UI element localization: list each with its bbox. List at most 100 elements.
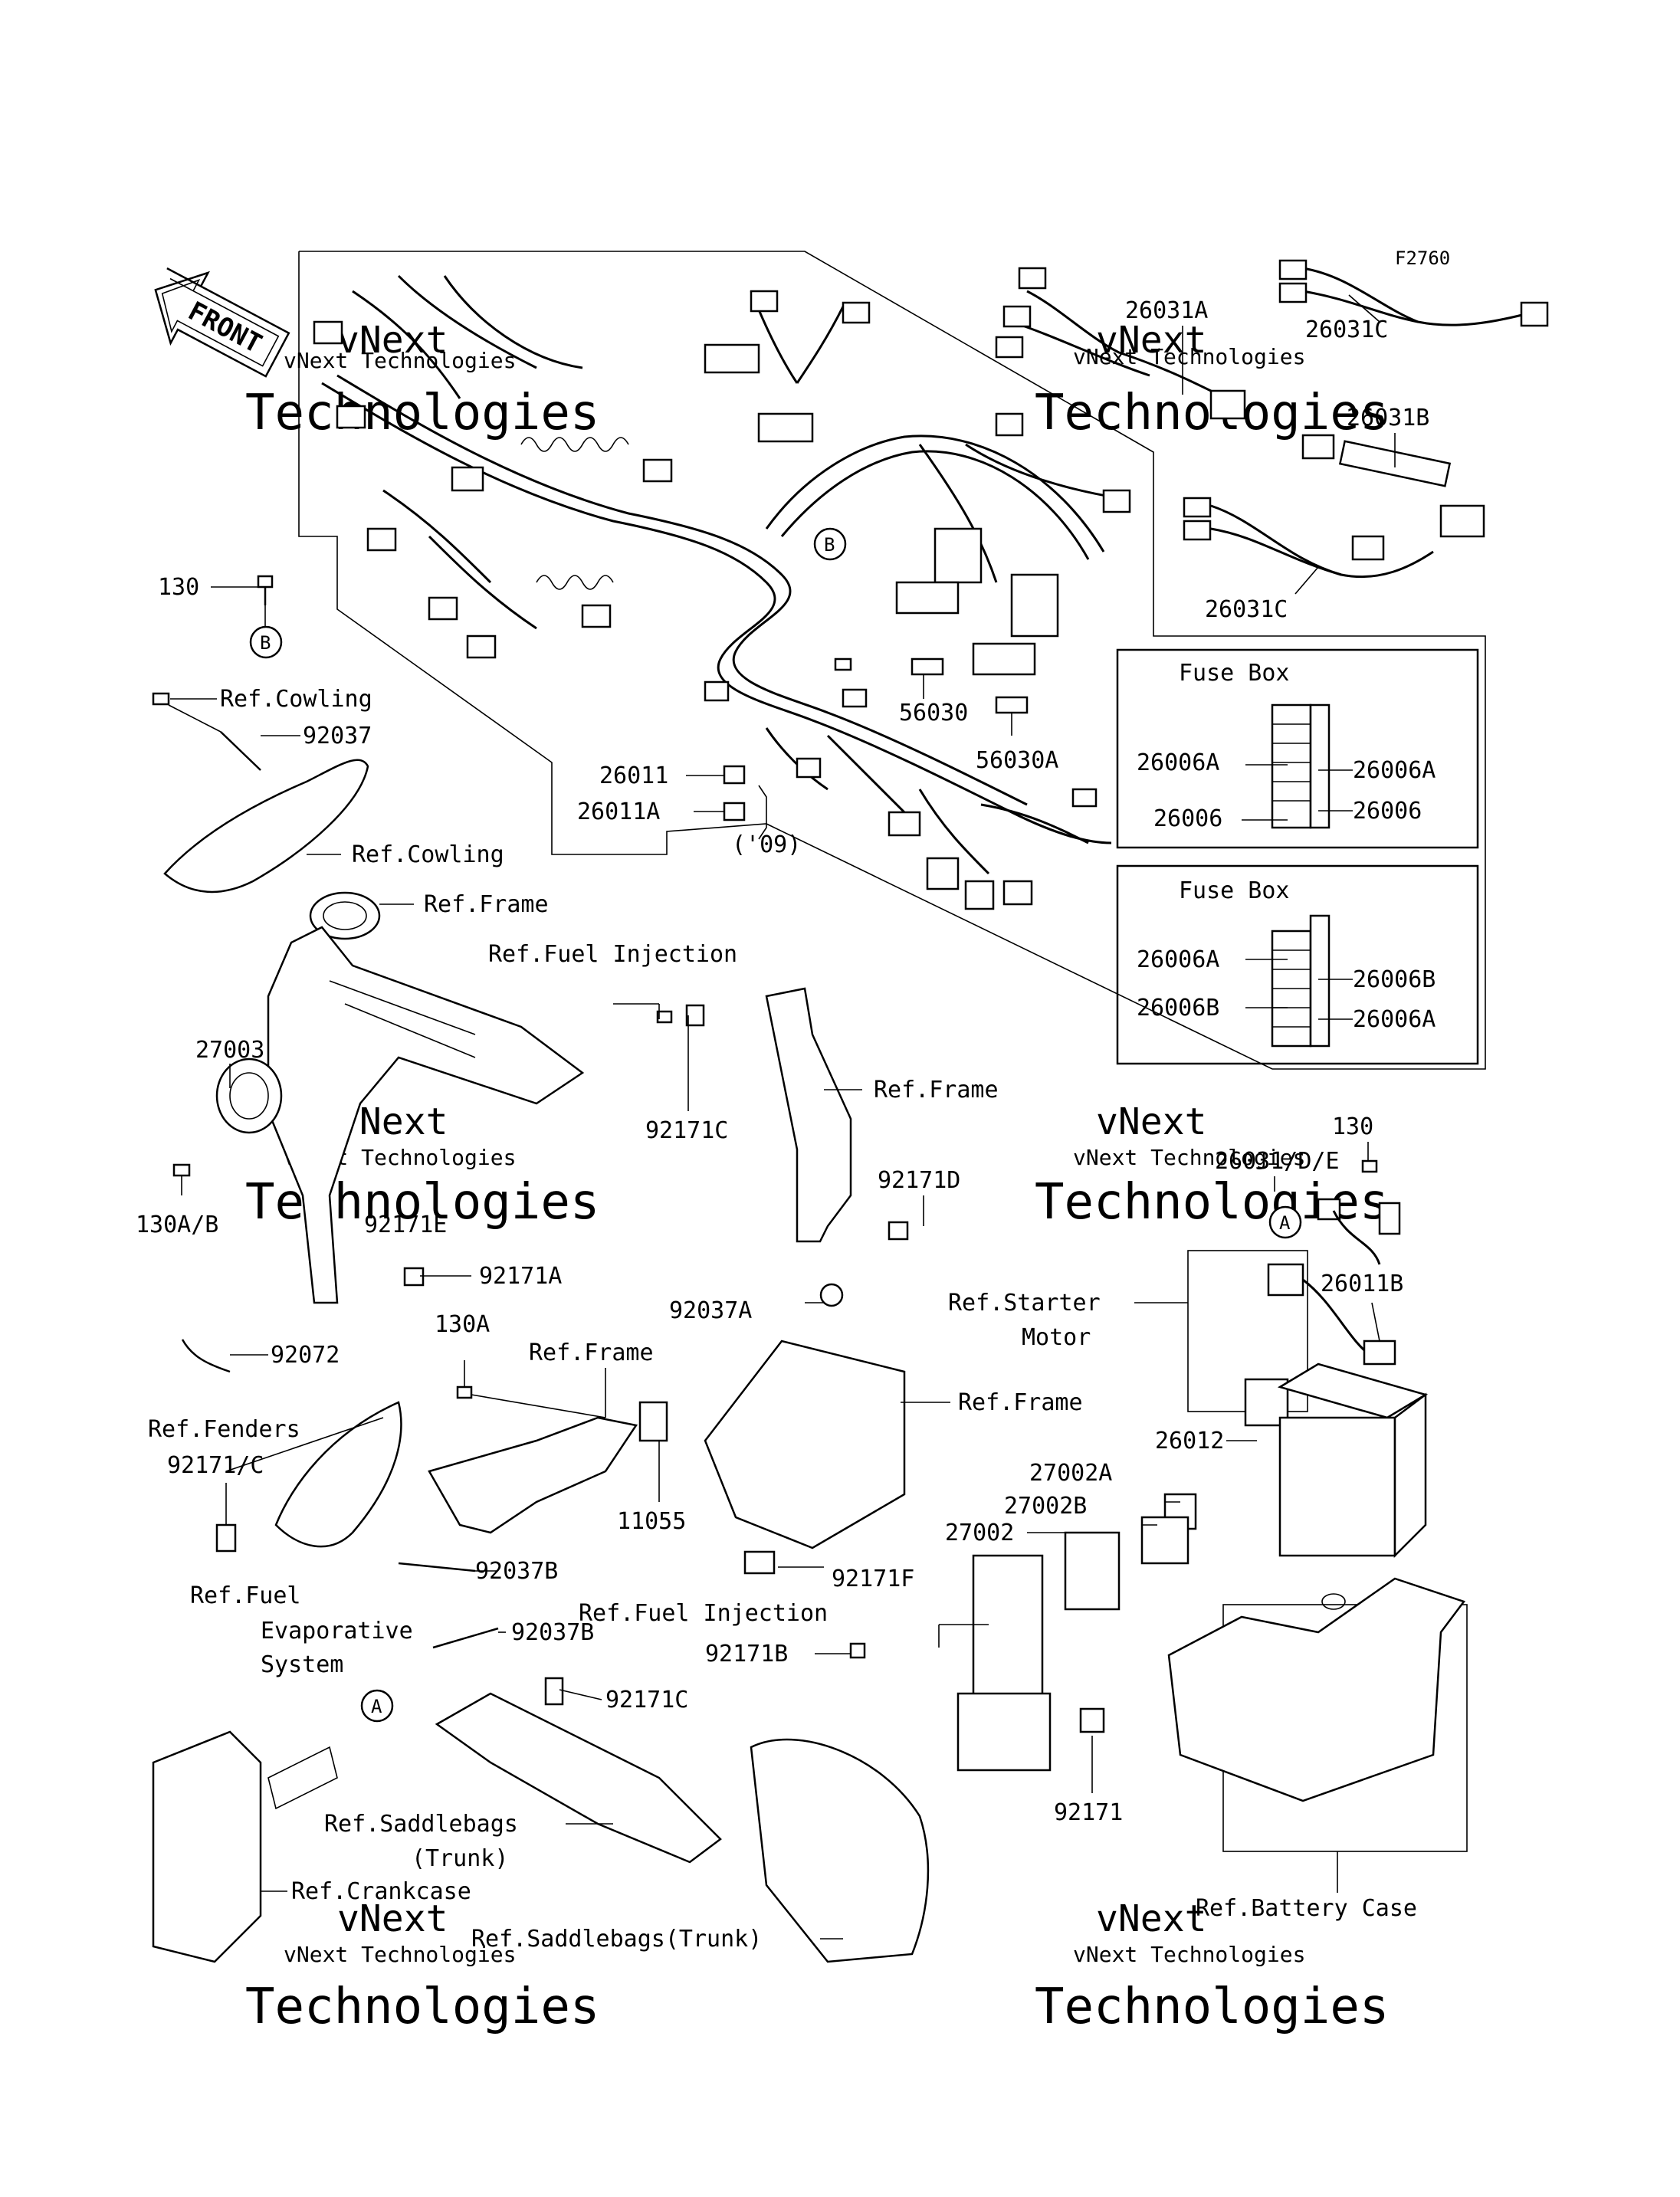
label-ref-frame-3: Ref.Frame [529,1340,654,1366]
crankcase [152,1730,262,1963]
band-92037B-2 [432,1627,499,1649]
frame-tray [704,1283,906,1549]
label-92171: 92171 [1054,1799,1123,1826]
label-92037B-1: 92037B [475,1558,558,1585]
callout-b-letter: B [824,534,835,556]
watermark-vnext-technologies: vNext Technologies [1073,1942,1305,1967]
fuse-block-side [1309,703,1331,829]
label-26011: 26011 [599,762,668,789]
label-56030A: 56030A [976,747,1058,774]
relay-box [895,581,960,615]
watermark-technologies: Technologies [245,385,599,441]
watermark-vnext: vNext [337,319,448,362]
connector [451,466,484,492]
part-labels: 26031A 26031C 26031B 26031C 130 Ref.Cowl… [136,297,1429,1953]
connector [1351,535,1385,561]
label-ref-fuel-injection-2: Ref.Fuel Injection [579,1600,828,1627]
connector [1002,880,1033,906]
bolt-fuel-injection [656,1010,673,1024]
connector [757,412,814,443]
label-92171C-3: 92171C [605,1687,688,1713]
connector [995,336,1024,359]
watermark-vnext-technologies: vNext Technologies [284,348,516,373]
clamp-92171F [743,1550,776,1575]
clamp-92171 [1079,1707,1105,1733]
fuse-box-2-title: Fuse Box [1179,877,1290,904]
bolt-130AB [172,1163,191,1177]
harness-outline [298,251,1486,1070]
grommet-92037A [819,1283,844,1307]
label-92037B-2: 92037B [511,1619,594,1646]
clamp-92171D [888,1221,909,1241]
connector [842,301,871,324]
connector [1520,301,1549,327]
label-ref-crankcase: Ref.Crankcase [291,1878,471,1905]
evap-bracket [267,1746,338,1810]
label-27002B: 27002B [1004,1493,1087,1520]
connector [796,757,822,779]
connector [842,688,868,708]
sub-harness-26031B [1301,434,1485,538]
connector [1102,489,1131,513]
connector [1018,267,1047,290]
module-27002 [1064,1531,1121,1611]
label-92072: 92072 [271,1342,340,1369]
watermark-technologies: Technologies [245,1979,599,2035]
label-26031C-top: 26031C [1305,316,1388,343]
connector [1278,282,1308,303]
label-26031A: 26031A [1125,297,1208,324]
label-11055: 11055 [617,1508,686,1535]
label-130AB: 130A/B [136,1212,218,1238]
cable [1378,1202,1401,1235]
leader-lines [168,294,1396,1940]
connector [1010,573,1059,638]
label-ref-fenders: Ref.Fenders [148,1416,300,1443]
label-26031B: 26031B [1347,405,1429,431]
label-130-right: 130 [1332,1113,1373,1140]
connector [336,405,366,429]
label-92171C-2: 92171/C [167,1452,264,1479]
connector-26011 [723,765,746,785]
clamp-92171B [849,1642,866,1659]
cowling-clip [152,692,170,706]
label-130-left: 130 [158,574,199,601]
connector [581,604,612,628]
connector [1301,434,1335,460]
label-92171A: 92171A [479,1263,562,1290]
watermark-technologies: Technologies [1035,1979,1389,2035]
clamp-92171C-fender [215,1523,237,1553]
year-bracket [758,785,767,840]
label-year-09: ('09) [732,831,801,858]
bolt-130-left [257,575,274,627]
label-92171D: 92171D [878,1167,960,1194]
fuse-box-2: Fuse Box 26006A 26006B 26006B 26006A [1116,864,1479,1065]
connector [834,657,852,671]
connector [704,343,760,374]
label-56030: 56030 [899,700,968,726]
sub-harness-26031A [995,267,1246,420]
fuse-label: 26006A [1353,1006,1436,1033]
label-92171C-1: 92171C [645,1117,728,1144]
band-92072 [181,1339,231,1373]
front-arrow-shape [154,267,290,378]
label-26031C-mid: 26031C [1205,596,1288,623]
main-wiring-harness [313,274,1131,910]
connector [1002,305,1032,328]
connector [1183,497,1212,518]
label-ref-frame-2: Ref.Frame [874,1077,999,1103]
connector [366,527,397,552]
connector [704,680,730,702]
fuse-box-1: Fuse Box 26006A 26006 26006A 26006 [1116,648,1479,849]
connector [428,596,458,621]
label-130A: 130A [435,1311,490,1338]
sub-harness-26031C-mid [1183,497,1434,579]
starter-connector [1267,1263,1304,1297]
bracket-11055 [638,1401,668,1442]
figure-code: F2760 [1395,248,1450,269]
label-ref-frame-1: Ref.Frame [424,891,549,918]
label-ref-fuel-evap-1: Ref.Fuel [190,1582,301,1609]
fuse-block-side [1309,914,1331,1048]
callout-b-top: B [813,527,847,561]
ecu-case [956,1692,1052,1772]
